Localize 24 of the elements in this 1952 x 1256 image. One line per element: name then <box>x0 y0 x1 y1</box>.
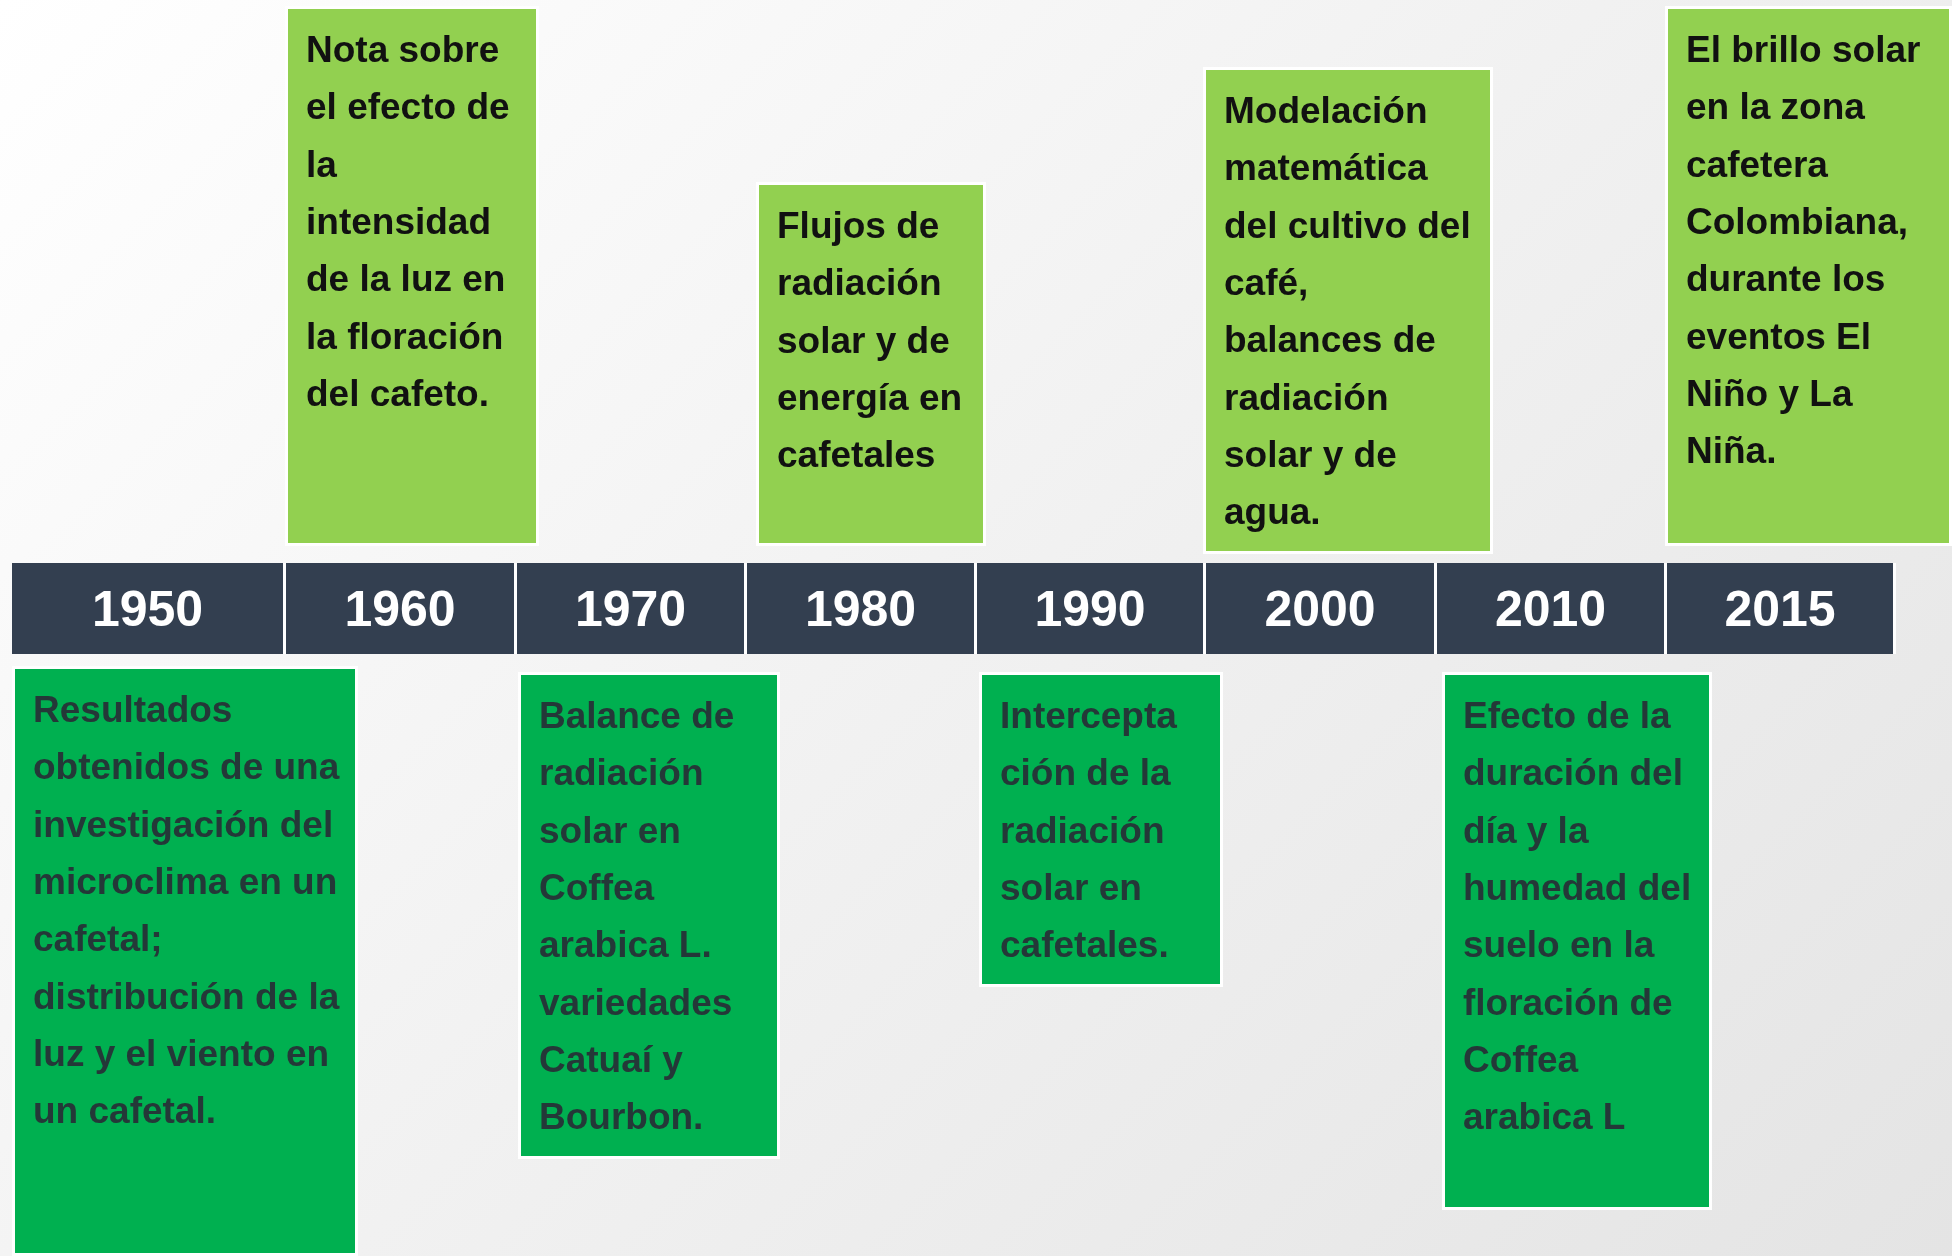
event-card <box>1442 672 1712 1210</box>
year-cell: 1980 <box>747 563 977 654</box>
year-cell: 2000 <box>1206 563 1437 654</box>
event-card <box>518 672 780 1159</box>
year-cell: 2015 <box>1667 563 1896 654</box>
event-text: Modelación matemática del cultivo del café, balances de radiación solar y de agua. <box>1224 89 1472 535</box>
event-card <box>979 672 1223 987</box>
year-cell: 1970 <box>517 563 747 654</box>
event-text: Balance de radiación solar en Coffea arabica L. variedades Catuaí y Bourbon. <box>539 694 736 1140</box>
event-card <box>12 666 358 1256</box>
year-cell: 1950 <box>12 563 286 654</box>
event-text: Nota sobre el efecto de la intensidad de la luz en la floración del cafeto. <box>306 28 511 417</box>
event-card <box>285 6 539 546</box>
event-text: Resultados obtenidos de una investigación del microclima en un cafetal; distribución de la luz y el viento en un cafetal. <box>33 688 341 1134</box>
event-text: Efecto de la duración del día y la humedad del suelo en la floración de Coffea arabica L <box>1463 694 1693 1140</box>
event-card <box>756 182 986 546</box>
year-cell: 2010 <box>1437 563 1667 654</box>
event-card <box>1665 6 1952 546</box>
event-text: El brillo solar en la zona cafetera Colombiana, durante los eventos El Niño y La Niña. <box>1686 28 1922 474</box>
event-text: Flujos de radiación solar y de energía en cafetales <box>777 204 964 478</box>
event-text: Intercepta ción de la radiación solar en cafetales. <box>1000 694 1178 968</box>
event-card <box>1203 67 1493 554</box>
year-cell: 1960 <box>286 563 517 654</box>
year-cell: 1990 <box>977 563 1206 654</box>
